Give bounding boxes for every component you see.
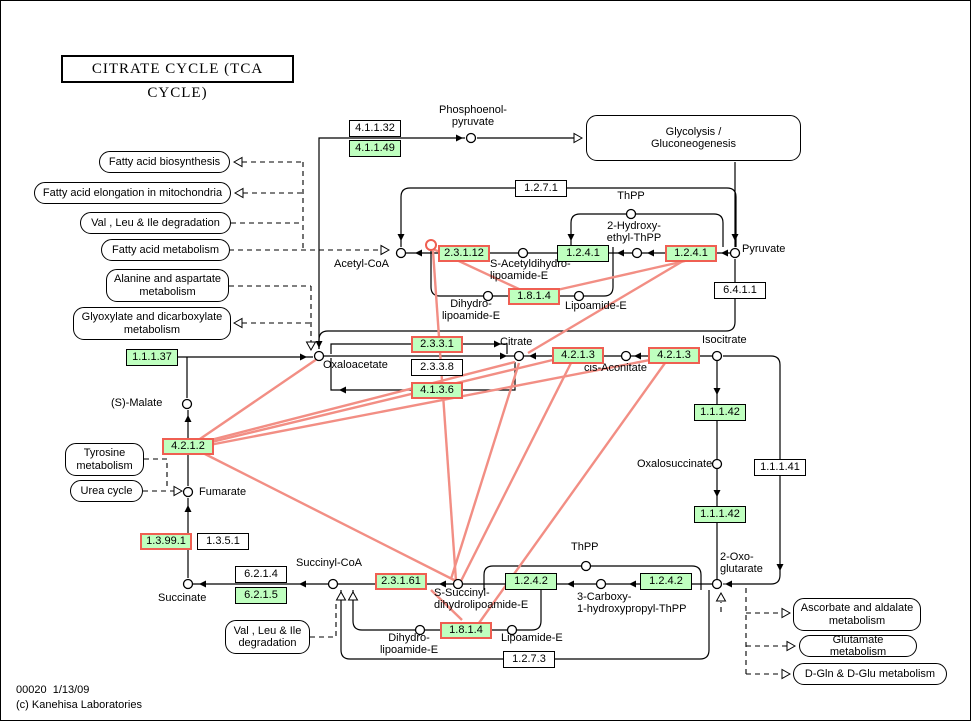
compound-node[interactable] — [513, 350, 525, 362]
enzyme-box[interactable]: 4.1.1.32 — [349, 120, 401, 137]
pathway-link-tyrosine-metabolism[interactable]: Tyrosine metabolism — [65, 443, 144, 476]
map-id-and-date: 00020 1/13/09 — [16, 684, 90, 696]
pathway-link-glycolysis-gluconeogenesis[interactable]: Glycolysis / Gluconeogenesis — [586, 115, 801, 161]
enzyme-box[interactable]: 2.3.3.8 — [411, 359, 463, 376]
enzyme-box-highlighted[interactable]: 4.2.1.2 — [162, 438, 214, 455]
enzyme-box-highlighted[interactable]: 4.1.3.6 — [411, 382, 463, 399]
enzyme-box[interactable]: 1.1.1.37 — [126, 349, 178, 366]
dashed-edges — [143, 161, 787, 675]
compound-label: Succinate — [158, 592, 207, 604]
compound-nodes — [181, 132, 741, 636]
arrowheads — [184, 134, 784, 588]
pathway-link-fatty-acid-biosynthesis[interactable]: Fatty acid biosynthesis — [99, 151, 230, 173]
compound-label: cis-Aconitate — [584, 362, 647, 374]
enzyme-box-highlighted[interactable]: 1.8.1.4 — [440, 622, 492, 639]
compound-node[interactable] — [181, 398, 193, 410]
compound-node[interactable] — [182, 578, 194, 590]
compound-node[interactable] — [620, 350, 632, 362]
enzyme-box[interactable]: 1.2.7.1 — [515, 180, 567, 197]
pathway-link-val-leu-ile-degradation-bottom[interactable]: Val , Leu & Ile degradation — [225, 620, 310, 654]
compound-node[interactable] — [414, 624, 426, 636]
enzyme-box[interactable]: 6.4.1.1 — [714, 282, 766, 299]
compound-node[interactable] — [711, 578, 723, 590]
compound-label: ThPP — [617, 190, 645, 202]
enzyme-box-highlighted[interactable]: 1.8.1.4 — [508, 288, 560, 305]
enzyme-box[interactable]: 6.2.1.5 — [235, 587, 287, 604]
compound-node[interactable] — [711, 458, 723, 470]
compound-node[interactable] — [452, 578, 464, 590]
enzyme-box-highlighted[interactable]: 4.2.1.3 — [648, 347, 700, 364]
compound-label: 2-Hydroxy- ethyl-ThPP — [606, 220, 662, 244]
enzyme-box-highlighted[interactable]: 1.2.4.1 — [665, 245, 717, 262]
pathway-link-glyoxylate-dicarboxylate-metabolism[interactable]: Glyoxylate and dicarboxylate metabolism — [73, 307, 231, 340]
pathway-link-ascorbate-aldalate-metabolism[interactable]: Ascorbate and aldalate metabolism — [793, 598, 921, 631]
compound-label: Acetyl-CoA — [334, 258, 390, 270]
compound-node[interactable] — [580, 560, 592, 572]
enzyme-box[interactable]: 6.2.1.4 — [235, 566, 287, 583]
compound-label: Oxaloacetate — [323, 359, 388, 371]
open-arrowheads — [173, 132, 797, 680]
map-title: CITRATE CYCLE (TCA CYCLE) — [61, 55, 294, 101]
pathway-link-dgln-dglu-metabolism[interactable]: D-Gln & D-Glu metabolism — [793, 663, 947, 685]
enzyme-box-highlighted[interactable]: 2.3.3.1 — [411, 336, 463, 353]
compound-label: 3-Carboxy- 1-hydroxypropyl-ThPP — [577, 591, 687, 615]
compound-label: Succinyl-CoA — [296, 557, 363, 569]
compound-label: Phosphoenol- pyruvate — [439, 104, 507, 128]
compound-node[interactable] — [395, 247, 407, 259]
compound-label: Lipoamide-E — [501, 632, 563, 644]
compound-label: Fumarate — [199, 486, 247, 498]
compound-label: Lipoamide-E — [565, 300, 627, 312]
pathway-link-val-leu-ile-degradation-top[interactable]: Val , Leu & Ile degradation — [80, 212, 231, 234]
compound-label: ThPP — [571, 541, 599, 553]
enzyme-box[interactable]: 1.1.1.42 — [694, 506, 746, 523]
enzyme-box[interactable]: 1.1.1.41 — [754, 459, 806, 476]
compound-label: 2-Oxo- glutarate — [720, 551, 763, 575]
pathway-link-urea-cycle[interactable]: Urea cycle — [70, 480, 143, 502]
enzyme-box[interactable]: 1.2.7.3 — [503, 651, 555, 668]
compound-label: Citrate — [500, 336, 533, 348]
compound-node[interactable] — [182, 486, 194, 498]
compound-label: (S)-Malate — [111, 397, 163, 409]
compound-node[interactable] — [482, 290, 494, 302]
compound-label: Dihydro- lipoamide-E — [441, 298, 501, 322]
compound-label: Pyruvate — [742, 243, 786, 255]
compound-node[interactable] — [573, 290, 585, 302]
compound-node[interactable] — [506, 624, 518, 636]
enzyme-box-highlighted[interactable]: 2.3.1.61 — [375, 573, 427, 590]
compound-label: Oxalosuccinate — [637, 458, 713, 470]
enzyme-box[interactable]: 1.1.1.42 — [694, 404, 746, 421]
enzyme-box[interactable]: 1.2.4.2 — [640, 573, 692, 590]
enzyme-box[interactable]: 4.1.1.49 — [349, 140, 401, 157]
compound-node[interactable] — [465, 132, 477, 144]
pathway-link-glutamate-metabolism[interactable]: Glutamate metabolism — [799, 634, 917, 658]
compound-label: Isocitrate — [702, 334, 747, 346]
copyright-notice: (c) Kanehisa Laboratories — [16, 699, 142, 711]
pathway-link-fatty-acid-elongation[interactable]: Fatty acid elongation in mitochondria — [34, 182, 231, 204]
compound-label: S-Acetyldihydro- lipoamide-E — [490, 258, 571, 282]
compound-label: S-Succinyl- dihydrolipoamide-E — [434, 587, 529, 611]
compound-label: Dihydro- lipoamide-E — [379, 632, 439, 656]
compound-node[interactable] — [711, 350, 723, 362]
enzyme-box-highlighted[interactable]: 1.3.99.1 — [140, 533, 192, 550]
compound-node[interactable] — [327, 578, 339, 590]
compound-node[interactable] — [313, 350, 325, 362]
enzyme-box-highlighted[interactable]: 2.3.1.12 — [438, 245, 490, 262]
compound-node[interactable] — [595, 578, 607, 590]
enzyme-box[interactable]: 1.2.4.1 — [557, 245, 609, 262]
enzyme-box[interactable]: 1.2.4.2 — [505, 573, 557, 590]
compound-node[interactable] — [625, 208, 637, 220]
pathway-link-fatty-acid-metabolism[interactable]: Fatty acid metabolism — [101, 239, 230, 261]
compound-node[interactable] — [729, 247, 741, 259]
compound-node[interactable] — [517, 247, 529, 259]
highlight-compound-node[interactable] — [425, 239, 437, 251]
compound-node[interactable] — [631, 247, 643, 259]
enzyme-box-highlighted[interactable]: 4.2.1.3 — [552, 347, 604, 364]
enzyme-box[interactable]: 1.3.5.1 — [197, 533, 249, 550]
pathway-link-alanine-aspartate-metabolism[interactable]: Alanine and aspartate metabolism — [106, 269, 229, 302]
